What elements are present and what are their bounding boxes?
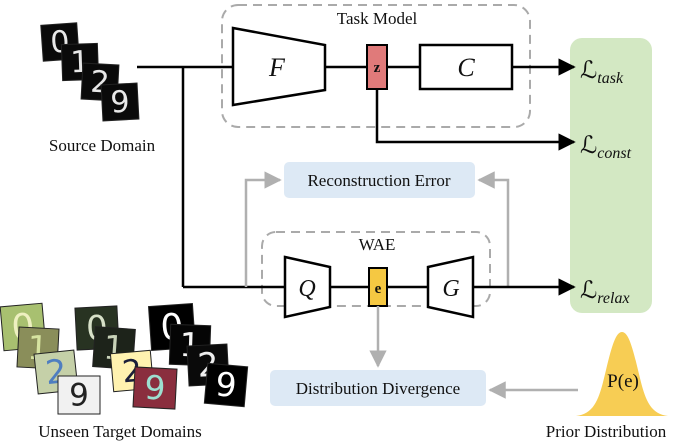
encoder-label: Q [298,276,315,302]
digit-glyph: 9 [214,364,238,405]
input-to-reconstruction-arrow [244,171,282,287]
prior-symbol: P(e) [607,371,639,392]
z-to-const-loss-arrow [375,89,576,151]
decoder-G [426,255,475,319]
loss-script-L-icon: ℒ [580,58,597,84]
latent-z-label: z [374,60,381,76]
output-to-reconstruction-arrow [477,171,510,287]
distribution-divergence-label: Distribution Divergence [296,379,460,398]
digit-tile: 9 [132,366,178,410]
const-loss-subscript: const [597,145,631,162]
svg-text:ℒtask: ℒtask [580,58,624,87]
wae-container [261,231,491,307]
encoder-Q [283,255,332,319]
prior-distribution-caption: Prior Distribution [546,422,667,441]
task-loss-subscript: task [597,70,624,87]
reconstruction-error-box [284,162,475,198]
feature-extractor-F [231,26,327,107]
digit-tile: 9 [203,362,249,408]
latent-e-label: e [375,281,382,297]
reconstruction-error-label: Reconstruction Error [307,171,450,190]
classifier-label: C [457,53,475,82]
feature-extractor-label: F [268,53,286,82]
classifier-C [418,43,514,91]
loss-panel [570,38,652,313]
digit-glyph: 9 [69,378,89,414]
loss-script-L-icon: ℒ [580,278,597,304]
relax-loss-label: ℒrelax [580,278,630,307]
const-loss-label: ℒconst [580,133,632,162]
relax-loss-subscript: relax [597,290,629,307]
distribution-divergence-box [270,370,486,406]
digit-glyph: 9 [144,368,167,408]
prior-distribution-curve [576,332,668,416]
task-model-title: Task Model [337,9,418,28]
digit-tile: 9 [57,375,101,415]
digit-tile: 9 [100,82,140,122]
loss-script-L-icon: ℒ [580,133,597,159]
wae-title: WAE [359,235,396,254]
decoder-label: G [442,276,459,302]
svg-text:ℒconst: ℒconst [580,133,632,162]
target-domains-caption: Unseen Target Domains [38,422,201,441]
svg-text:ℒrelax: ℒrelax [580,278,630,307]
digit-glyph: 9 [110,85,131,121]
target-digit-images: 012901290129 [0,302,249,415]
source-domain-caption: Source Domain [49,136,156,155]
task-loss-label: ℒtask [580,58,624,87]
